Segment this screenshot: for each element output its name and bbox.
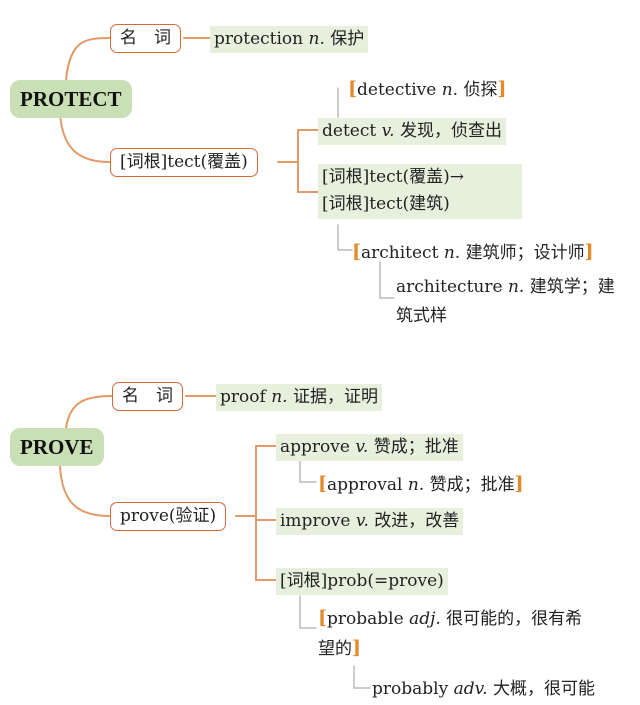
entry-pos: n. xyxy=(308,29,325,49)
entry-meaning: 建筑师；设计师 xyxy=(465,243,585,263)
architecture-entry: architecture n. 建筑学；建 筑式样 xyxy=(394,274,617,331)
entry-word: architecture xyxy=(396,277,503,297)
entry-pos: v. xyxy=(355,437,369,457)
entry-meaning: 赞成；批准 xyxy=(373,437,459,457)
entry-word: probably xyxy=(372,679,449,699)
tect-root-chain: [词根]tect(覆盖)→ [词根]tect(建筑) xyxy=(318,164,522,219)
entry-pos: n. xyxy=(507,277,525,297)
architect-entry: [architect n. 建筑师；设计师] xyxy=(350,238,596,268)
entry-meaning: 改进，改善 xyxy=(374,511,460,531)
protect-root-box: [词根]tect(覆盖) xyxy=(110,148,258,178)
entry-word: approve xyxy=(280,437,350,457)
approve-entry: approve v. 赞成；批准 xyxy=(276,434,463,462)
improve-entry: improve v. 改进，改善 xyxy=(276,508,464,536)
protection-entry: protection n. 保护 xyxy=(210,26,369,54)
entry-meaning: 赞成；批准 xyxy=(429,475,515,495)
entry-pos: adj. xyxy=(409,609,441,629)
entry-meaning: 证据，证明 xyxy=(292,387,378,407)
detective-entry: [detective n. 侦探] xyxy=(346,75,508,105)
approval-entry: [approval n. 赞成；批准] xyxy=(316,470,526,500)
entry-meaning: 建筑学；建 xyxy=(529,277,615,297)
entry-word: protection xyxy=(214,29,304,49)
entry-pos: n. xyxy=(407,475,425,495)
entry-word: probable xyxy=(327,609,404,629)
entry-pos: n. xyxy=(441,80,459,100)
entry-meaning: 很可能的，很有希 xyxy=(446,609,583,629)
entry-word: proof xyxy=(220,387,266,407)
entry-meaning: 保护 xyxy=(330,29,365,49)
entry-word: improve xyxy=(280,511,351,531)
probably-entry: probably adv. 大概，很可能 xyxy=(370,676,597,703)
left-bracket: [ xyxy=(318,473,327,495)
prove-root-node: PROVE xyxy=(10,428,104,467)
root-chain-line-2: [词根]tect(建筑) xyxy=(322,194,450,215)
prob-root-entry: [词根]prob(=prove) xyxy=(276,568,448,596)
entry-meaning-cont: 望的 xyxy=(318,638,352,659)
protect-noun-box: 名 词 xyxy=(110,24,181,54)
entry-word: detective xyxy=(357,80,437,100)
left-bracket: [ xyxy=(348,78,357,100)
entry-meaning: 大概，很可能 xyxy=(493,679,596,699)
protect-root-node: PROTECT xyxy=(10,80,132,119)
root-chain-line-1: [词根]tect(覆盖)→ xyxy=(322,167,465,187)
left-bracket: [ xyxy=(352,241,361,263)
prove-noun-box: 名 词 xyxy=(112,382,183,412)
entry-pos: v. xyxy=(355,511,369,531)
right-bracket: ] xyxy=(514,473,524,495)
entry-meaning: 侦探 xyxy=(463,80,498,100)
detect-entry: detect v. 发现，侦查出 xyxy=(318,118,506,146)
left-bracket: [ xyxy=(318,607,327,629)
entry-meaning-cont: 筑式样 xyxy=(396,306,447,327)
probable-entry: [probable adj. 很可能的，很有希 望的] xyxy=(316,604,584,664)
entry-pos: v. xyxy=(381,121,395,141)
entry-pos: adv. xyxy=(453,679,488,699)
right-bracket: ] xyxy=(352,636,361,659)
prove-root-box: prove(验证) xyxy=(110,502,227,532)
entry-pos: n. xyxy=(271,387,288,407)
proof-entry: proof n. 证据，证明 xyxy=(216,384,382,412)
entry-word: architect xyxy=(361,243,439,263)
entry-word: approval xyxy=(327,475,403,495)
right-bracket: ] xyxy=(584,241,594,263)
entry-word: detect xyxy=(322,121,377,141)
entry-meaning: 发现，侦查出 xyxy=(400,121,502,141)
right-bracket: ] xyxy=(497,78,507,100)
entry-pos: n. xyxy=(443,243,461,263)
